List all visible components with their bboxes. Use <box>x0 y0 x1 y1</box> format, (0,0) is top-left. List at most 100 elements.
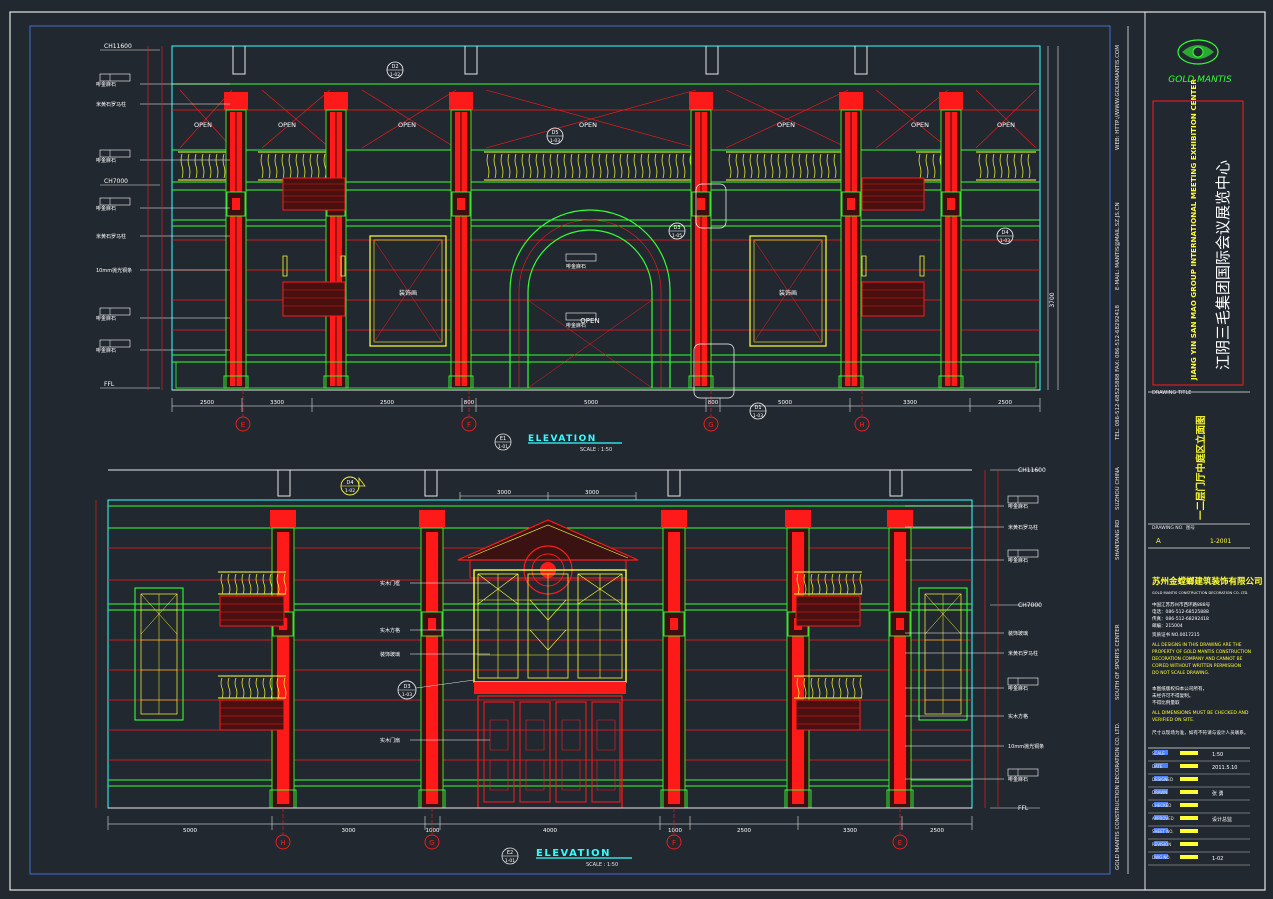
arch-inner <box>527 229 653 388</box>
dim-label: 2500 <box>930 828 944 834</box>
right-note: 啡金麻石 <box>905 768 1039 783</box>
left-note: 10mm抛光铜条 <box>96 267 230 274</box>
dim-label: 5000 <box>584 400 598 406</box>
column <box>688 92 714 389</box>
svg-text:啡金麻石: 啡金麻石 <box>96 315 116 322</box>
dim-label: 2500 <box>998 400 1012 406</box>
svg-text:D1: D1 <box>754 405 761 411</box>
arch-open-label: OPEN <box>580 317 599 325</box>
top-title-scale: SCALE : 1:50 <box>580 447 612 453</box>
open-label: OPEN <box>194 121 212 129</box>
svg-text:D2: D2 <box>391 64 398 70</box>
bottom-title-text: ELEVATION <box>536 848 611 859</box>
column <box>448 92 474 389</box>
column <box>886 510 914 809</box>
svg-text:1-03: 1-03 <box>1000 238 1010 244</box>
bottom-title-scale: SCALE : 1:50 <box>586 862 618 868</box>
svg-text:啡金麻石: 啡金麻石 <box>1008 685 1028 692</box>
open-label: OPEN <box>777 121 795 129</box>
elevation-bottom: CH11600 CH7000 FFL 3000 3000 实木门框实木方格装饰玻… <box>95 467 1046 868</box>
svg-text:啡金麻石: 啡金麻石 <box>96 347 116 354</box>
svg-text:DRAWN: DRAWN <box>1152 790 1167 795</box>
side-email: E-MAIL: MANTIS@MAIL.SZ.JS.CN <box>1115 202 1121 290</box>
svg-text:啡金麻石: 啡金麻石 <box>96 205 116 212</box>
dim-label: 3000 <box>342 828 356 834</box>
svg-text:DESIGNED: DESIGNED <box>1152 777 1173 782</box>
copyright-line: DO NOT SCALE DRAWING. <box>1152 670 1209 676</box>
svg-text:啡金麻石: 啡金麻石 <box>1008 503 1028 510</box>
detail-callout: D21-02 <box>386 61 404 79</box>
right-note: 实木方格 <box>905 713 1028 720</box>
drawing-no-cn: 图号 <box>1186 525 1195 531</box>
title-block-row: DWG NO.1-02 <box>1148 854 1250 866</box>
right-note: 啡金麻石 <box>905 549 1039 564</box>
column <box>418 510 446 809</box>
column <box>784 510 812 809</box>
side-tel: TEL: 086-512-68525888 FAX: 086-512-68292… <box>1115 305 1121 441</box>
top-wall-outline <box>171 45 1041 391</box>
left-note: 啡金麻石 <box>96 149 230 164</box>
dim-note: VERIFIED ON SITE. <box>1152 717 1194 723</box>
axis-label: H <box>280 839 285 847</box>
svg-text:实木门框: 实木门框 <box>380 580 400 587</box>
left-note: 啡金麻石 <box>96 339 230 354</box>
title-block: GOLD MANTIS 江阴三毛集团国际会议展览中心 JIANG YIN SAN… <box>1148 39 1263 866</box>
cn-note: 不得比例量取 <box>1152 699 1180 706</box>
side-web: WEB: HTTP://WWW.GOLDMANTIS.COM <box>1115 45 1121 150</box>
svg-text:DWG NO.: DWG NO. <box>1152 855 1171 860</box>
axis-label: E <box>241 421 245 429</box>
balcony <box>794 571 863 627</box>
bottom-top-dim-2: 3000 <box>585 490 599 496</box>
svg-text:啡金麻石: 啡金麻石 <box>96 81 116 88</box>
svg-text:实木方格: 实木方格 <box>1008 713 1028 720</box>
top-title-code: E1 <box>500 436 506 442</box>
dim-label: 5000 <box>778 400 792 406</box>
svg-text:啡金麻石: 啡金麻石 <box>1008 776 1028 783</box>
bottom-elevation-title: E2 1-01 ELEVATION SCALE : 1:50 <box>501 847 632 868</box>
svg-text:APPROVED: APPROVED <box>1152 816 1174 821</box>
bottom-title-code: E2 <box>507 850 513 856</box>
right-note: 10mm抛光铜条 <box>905 743 1044 750</box>
svg-text:装饰玻璃: 装饰玻璃 <box>380 651 400 658</box>
svg-text:米黄石罗马柱: 米黄石罗马柱 <box>96 233 126 240</box>
svg-text:装饰玻璃: 装饰玻璃 <box>1008 630 1028 637</box>
copyright-line: DECORATION COMPANY AND CANNOT BE <box>1152 656 1243 662</box>
bottom-callout-top-ref: 1-02 <box>345 488 355 494</box>
revision-no: 1-2001 <box>1210 538 1231 545</box>
top-balustrade <box>178 151 1036 181</box>
drawing-title: 一二层门厅中庭区立面图 <box>1195 415 1207 520</box>
side-city: SUZHOU CHINA <box>1115 467 1121 510</box>
svg-text:1-03: 1-03 <box>550 138 560 144</box>
svg-text:1-03: 1-03 <box>753 413 763 419</box>
dim-label: 3300 <box>270 400 284 406</box>
balcony <box>794 675 863 731</box>
svg-text:实木方格: 实木方格 <box>380 627 400 634</box>
project-name-cn: 江阴三毛集团国际会议展览中心 <box>1214 160 1232 370</box>
dim-label: 800 <box>708 400 719 406</box>
svg-text:D5: D5 <box>551 130 558 136</box>
bottom-level-ffl: FFL <box>1018 805 1029 812</box>
top-title-ref: 1-01 <box>498 444 508 450</box>
title-block-row: CHECKED <box>1148 802 1250 814</box>
balcony <box>218 675 287 731</box>
column <box>838 92 864 389</box>
top-title-text: ELEVATION <box>528 434 597 444</box>
svg-text:1-05: 1-05 <box>672 233 682 239</box>
central-door <box>457 519 639 809</box>
side-company: GOLD MANTIS CONSTRUCTION DECORATION CO. … <box>1115 722 1121 870</box>
dim-label: 2500 <box>380 400 394 406</box>
dim-label: 3300 <box>903 400 917 406</box>
bottom-top-dim-1: 3000 <box>497 490 511 496</box>
right-note: 啡金麻石 <box>905 495 1039 510</box>
top-level-mid: CH7000 <box>104 178 128 185</box>
dim-label: 4000 <box>543 828 557 834</box>
copyright-line: ALL DESIGNS IN THIS DRAWING ARE THE <box>1152 642 1242 648</box>
svg-text:2011.5.10: 2011.5.10 <box>1212 765 1237 771</box>
title-block-row: SHEET NO. <box>1148 828 1250 840</box>
dim-label: 5000 <box>183 828 197 834</box>
